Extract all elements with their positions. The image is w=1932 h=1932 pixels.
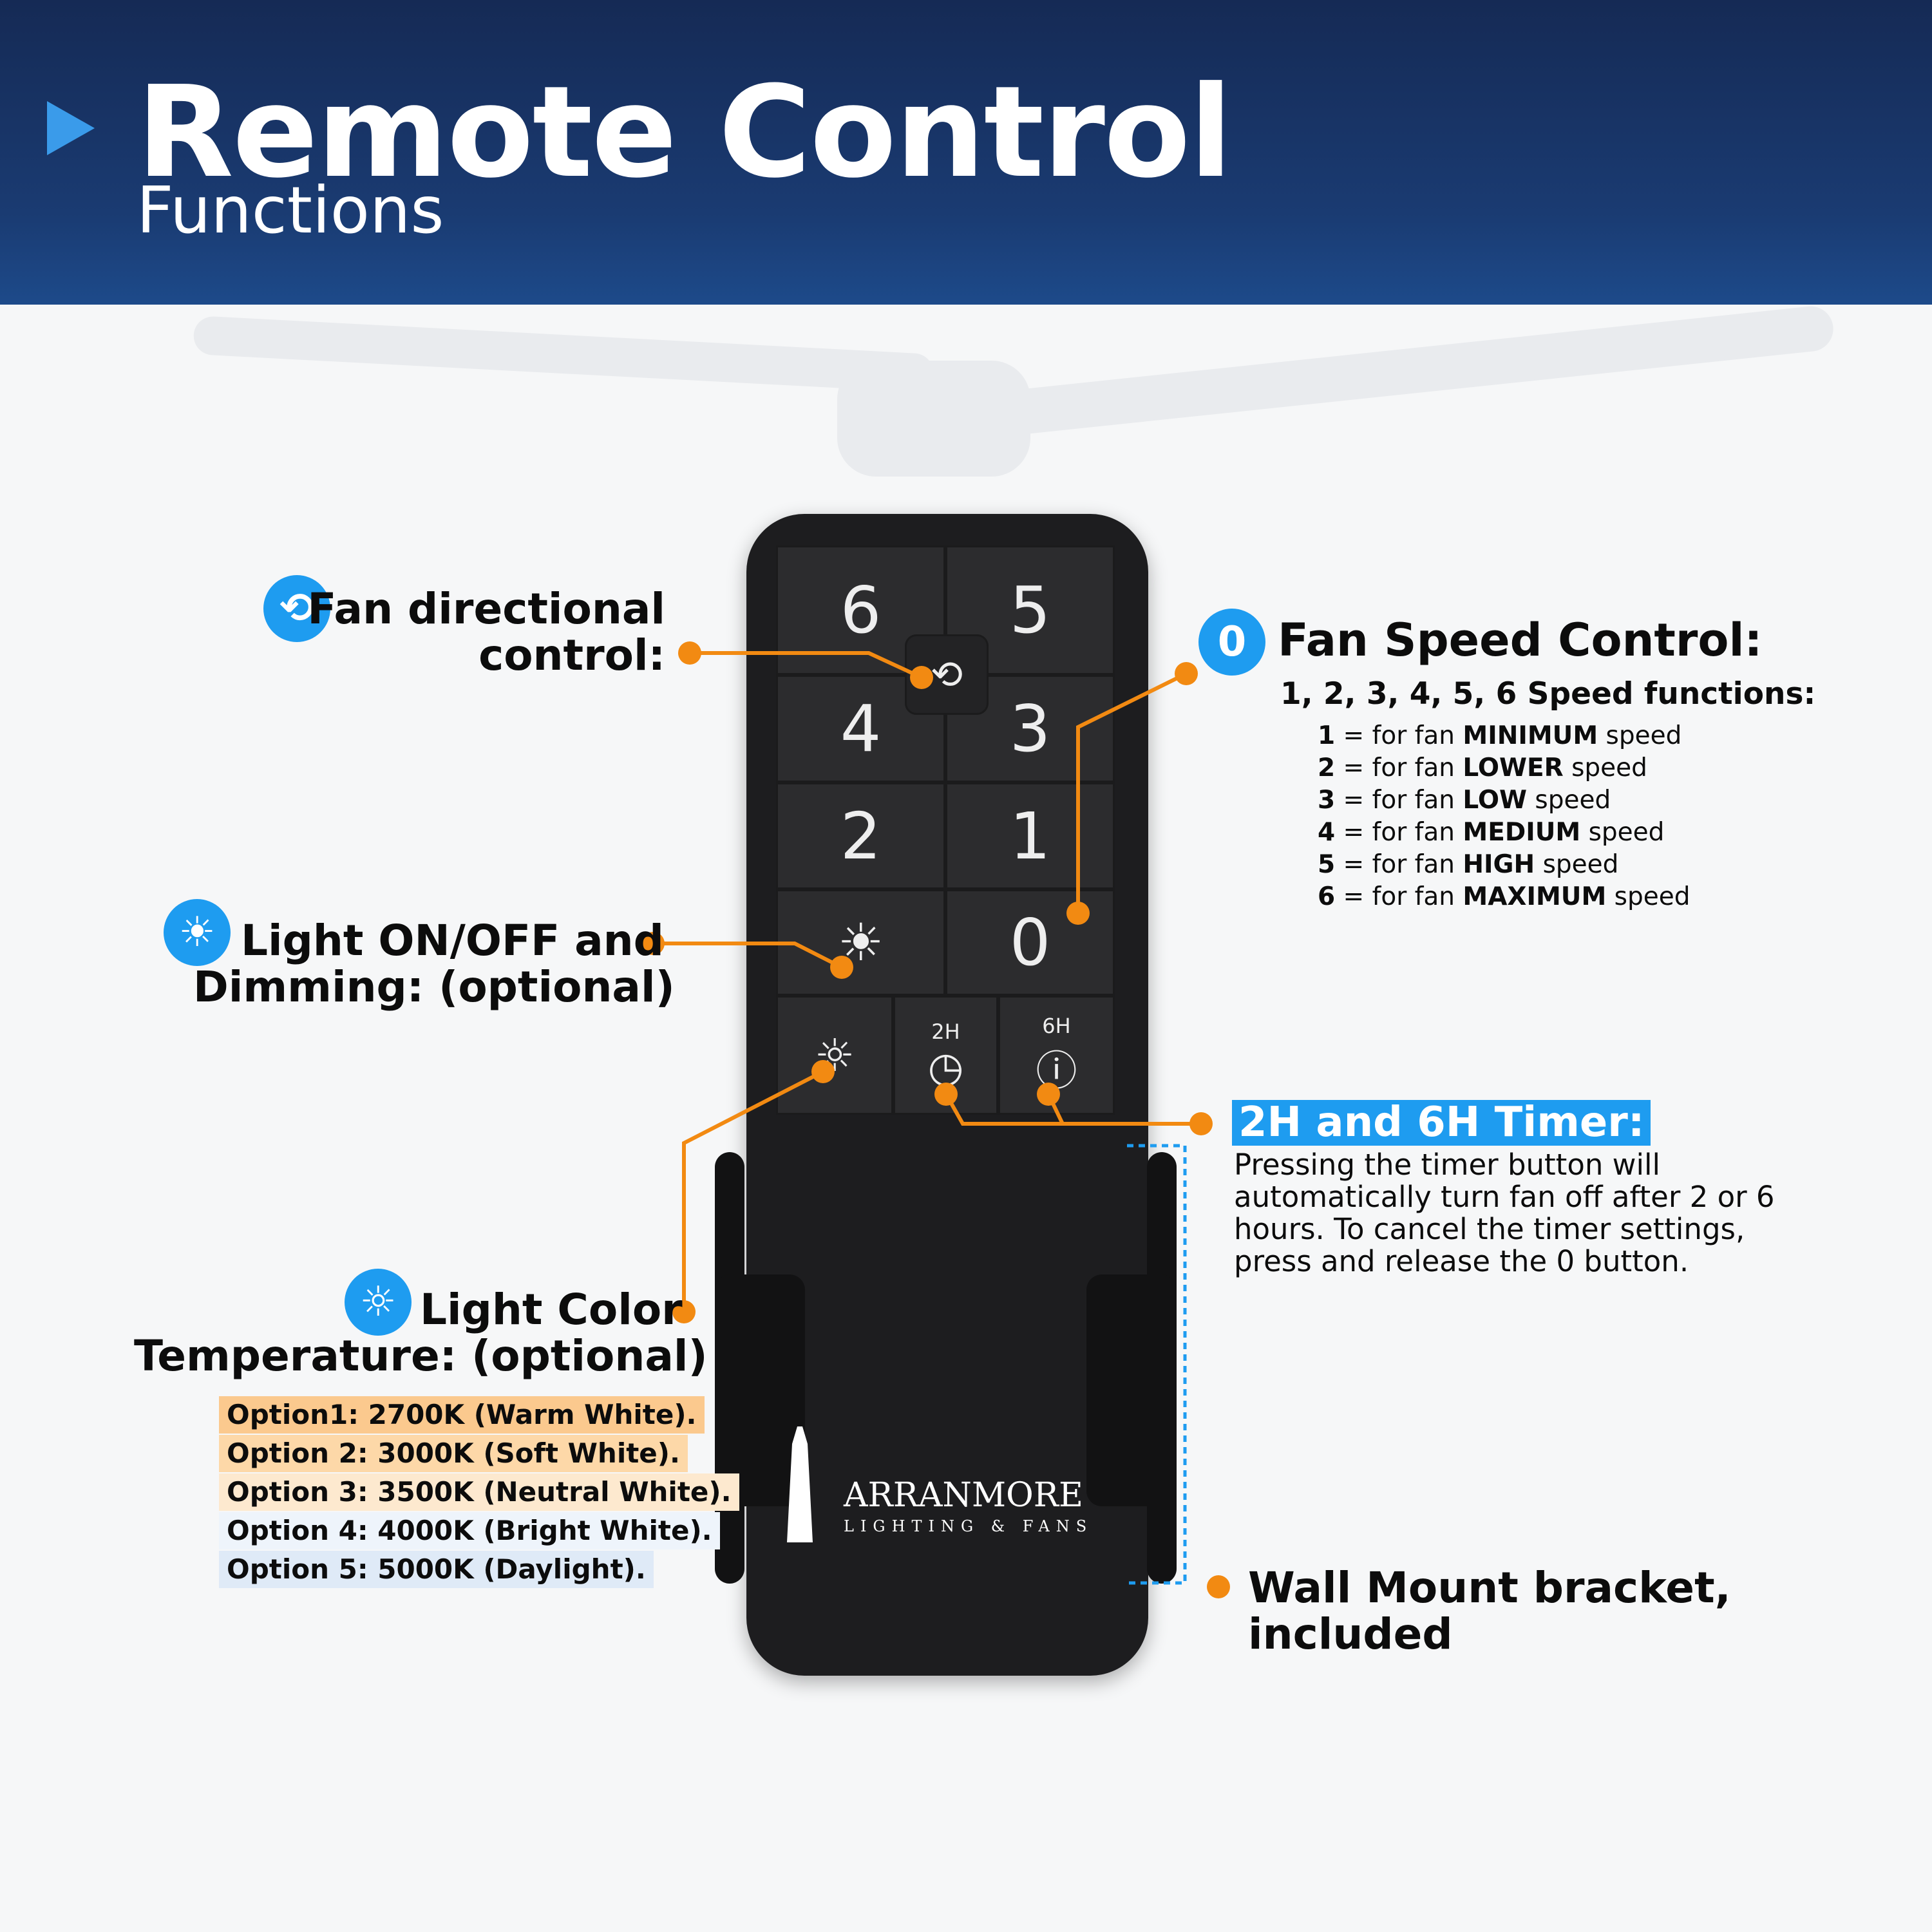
color-temp-bulb-icon: ☼ bbox=[345, 1269, 412, 1336]
speed-item: 5 = for fan HIGH speed bbox=[1318, 850, 1618, 879]
timer-description-line: press and release the 0 button. bbox=[1234, 1244, 1689, 1278]
timer-label: 6H bbox=[1042, 1013, 1071, 1038]
speed-item-post: speed bbox=[1598, 721, 1682, 750]
light-label-line2: Dimming: (optional) bbox=[193, 962, 675, 1012]
light-bulb-icon: ☀ bbox=[164, 899, 231, 966]
timer-label: 2H bbox=[931, 1019, 960, 1044]
callout-dot bbox=[830, 956, 853, 979]
speed-item-bold: LOWER bbox=[1463, 753, 1564, 782]
color-temp-label-line1: Light Color bbox=[420, 1285, 683, 1334]
speed-item-post: speed bbox=[1527, 786, 1611, 815]
speed-item-pre: = for fan bbox=[1335, 721, 1463, 750]
bracket-dashed-indicator bbox=[1127, 1144, 1187, 1585]
key-label: 0 bbox=[1009, 905, 1051, 980]
header-banner bbox=[0, 0, 1932, 305]
bracket-clip bbox=[1086, 1274, 1177, 1506]
callout-line-color-temp bbox=[682, 1070, 824, 1312]
key-2[interactable]: 2 bbox=[776, 782, 945, 889]
label-line: Fan directional bbox=[307, 584, 665, 634]
color-option: Option 4: 4000K (Bright White). bbox=[219, 1512, 720, 1549]
color-option: Option1: 2700K (Warm White). bbox=[219, 1396, 705, 1434]
light-button[interactable]: ☀ bbox=[776, 889, 945, 996]
callout-line-timer-2h bbox=[944, 1093, 1201, 1126]
speed-item-num: 4 bbox=[1318, 818, 1336, 847]
play-triangle-icon bbox=[47, 101, 95, 155]
speed-item-bold: MAXIMUM bbox=[1463, 882, 1607, 911]
label-line: included bbox=[1248, 1609, 1453, 1659]
key-label: 4 bbox=[840, 691, 882, 766]
speed-item: 2 = for fan LOWER speed bbox=[1318, 753, 1647, 782]
page-subtitle: Functions bbox=[137, 173, 444, 248]
fan-speed-icon: 0 bbox=[1198, 609, 1265, 676]
callout-line-fan-speed bbox=[1076, 672, 1188, 913]
brand-logo: ARRANMORE bbox=[844, 1476, 1083, 1515]
speed-item-pre: = for fan bbox=[1335, 753, 1463, 782]
callout-dot bbox=[1175, 662, 1198, 685]
label-line: Wall Mount bracket, bbox=[1248, 1563, 1731, 1613]
speed-item-post: speed bbox=[1580, 818, 1665, 847]
fan-speed-title: Fan Speed Control: bbox=[1278, 614, 1763, 667]
speed-item-post: speed bbox=[1535, 850, 1619, 879]
key-label: 3 bbox=[1009, 691, 1051, 766]
callout-dot bbox=[1066, 902, 1090, 925]
speed-item-bold: LOW bbox=[1463, 786, 1528, 815]
callout-dot bbox=[934, 1083, 958, 1106]
label-line: control: bbox=[478, 630, 665, 680]
color-option: Option 2: 3000K (Soft White). bbox=[219, 1435, 688, 1472]
bracket-clip bbox=[715, 1274, 805, 1506]
color-option: Option 5: 5000K (Daylight). bbox=[219, 1551, 654, 1588]
speed-item-pre: = for fan bbox=[1335, 850, 1463, 879]
callout-dot bbox=[1189, 1112, 1213, 1135]
callout-dot bbox=[1037, 1083, 1060, 1106]
speed-item: 1 = for fan MINIMUM speed bbox=[1318, 721, 1681, 750]
callout-line-light bbox=[653, 942, 843, 969]
callout-dot bbox=[910, 666, 933, 689]
speed-item-num: 2 bbox=[1318, 753, 1336, 782]
speed-item-pre: = for fan bbox=[1335, 818, 1463, 847]
bracket-label: Wall Mount bracket, included bbox=[1248, 1565, 1731, 1658]
callout-dot bbox=[672, 1300, 696, 1323]
key-label: 5 bbox=[1009, 573, 1051, 648]
background-fan-motor bbox=[837, 361, 1030, 477]
callout-dot bbox=[1207, 1575, 1230, 1598]
speed-item-num: 3 bbox=[1318, 786, 1336, 815]
speed-item-post: speed bbox=[1606, 882, 1690, 911]
color-temp-label-line2: Temperature: (optional) bbox=[134, 1331, 708, 1381]
wall-mount-bracket bbox=[715, 1146, 1177, 1589]
speed-item-bold: HIGH bbox=[1463, 850, 1535, 879]
timer-description-line: automatically turn fan off after 2 or 6 bbox=[1234, 1180, 1775, 1214]
light-label-line1: Light ON/OFF and bbox=[241, 916, 664, 965]
key-label: 1 bbox=[1009, 798, 1051, 874]
fan-reverse-icon: ⟲ bbox=[930, 652, 963, 697]
speed-item-num: 1 bbox=[1318, 721, 1336, 750]
speed-item: 4 = for fan MEDIUM speed bbox=[1318, 818, 1664, 847]
color-option: Option 3: 3500K (Neutral White). bbox=[219, 1473, 739, 1511]
fan-reverse-icon: ⟲ bbox=[263, 575, 330, 642]
speed-item-pre: = for fan bbox=[1335, 882, 1463, 911]
timer-description-line: Pressing the timer button will bbox=[1234, 1148, 1660, 1182]
speed-item: 6 = for fan MAXIMUM speed bbox=[1318, 882, 1690, 911]
speed-item-bold: MEDIUM bbox=[1463, 818, 1581, 847]
speed-item-pre: = for fan bbox=[1335, 786, 1463, 815]
key-1[interactable]: 1 bbox=[945, 782, 1115, 889]
fan-direction-label: Fan directional control: bbox=[307, 586, 665, 679]
speed-item-post: speed bbox=[1563, 753, 1647, 782]
callout-dot bbox=[641, 932, 665, 955]
brand-tagline: LIGHTING & FANS bbox=[844, 1517, 1094, 1535]
page-title: Remote Control bbox=[137, 59, 1233, 206]
timer-title: 2H and 6H Timer: bbox=[1232, 1100, 1651, 1146]
fan-speed-subtitle: 1, 2, 3, 4, 5, 6 Speed functions: bbox=[1280, 676, 1816, 712]
speed-item-bold: MINIMUM bbox=[1463, 721, 1598, 750]
callout-line-fan-direction bbox=[690, 651, 923, 679]
callout-dot bbox=[811, 1060, 835, 1083]
key-label: 2 bbox=[840, 798, 882, 874]
callout-dot bbox=[678, 641, 701, 665]
speed-item: 3 = for fan LOW speed bbox=[1318, 786, 1611, 815]
timer-description-line: hours. To cancel the timer settings, bbox=[1234, 1212, 1745, 1246]
key-label: 6 bbox=[840, 573, 882, 648]
speed-item-num: 6 bbox=[1318, 882, 1336, 911]
speed-item-num: 5 bbox=[1318, 850, 1336, 879]
